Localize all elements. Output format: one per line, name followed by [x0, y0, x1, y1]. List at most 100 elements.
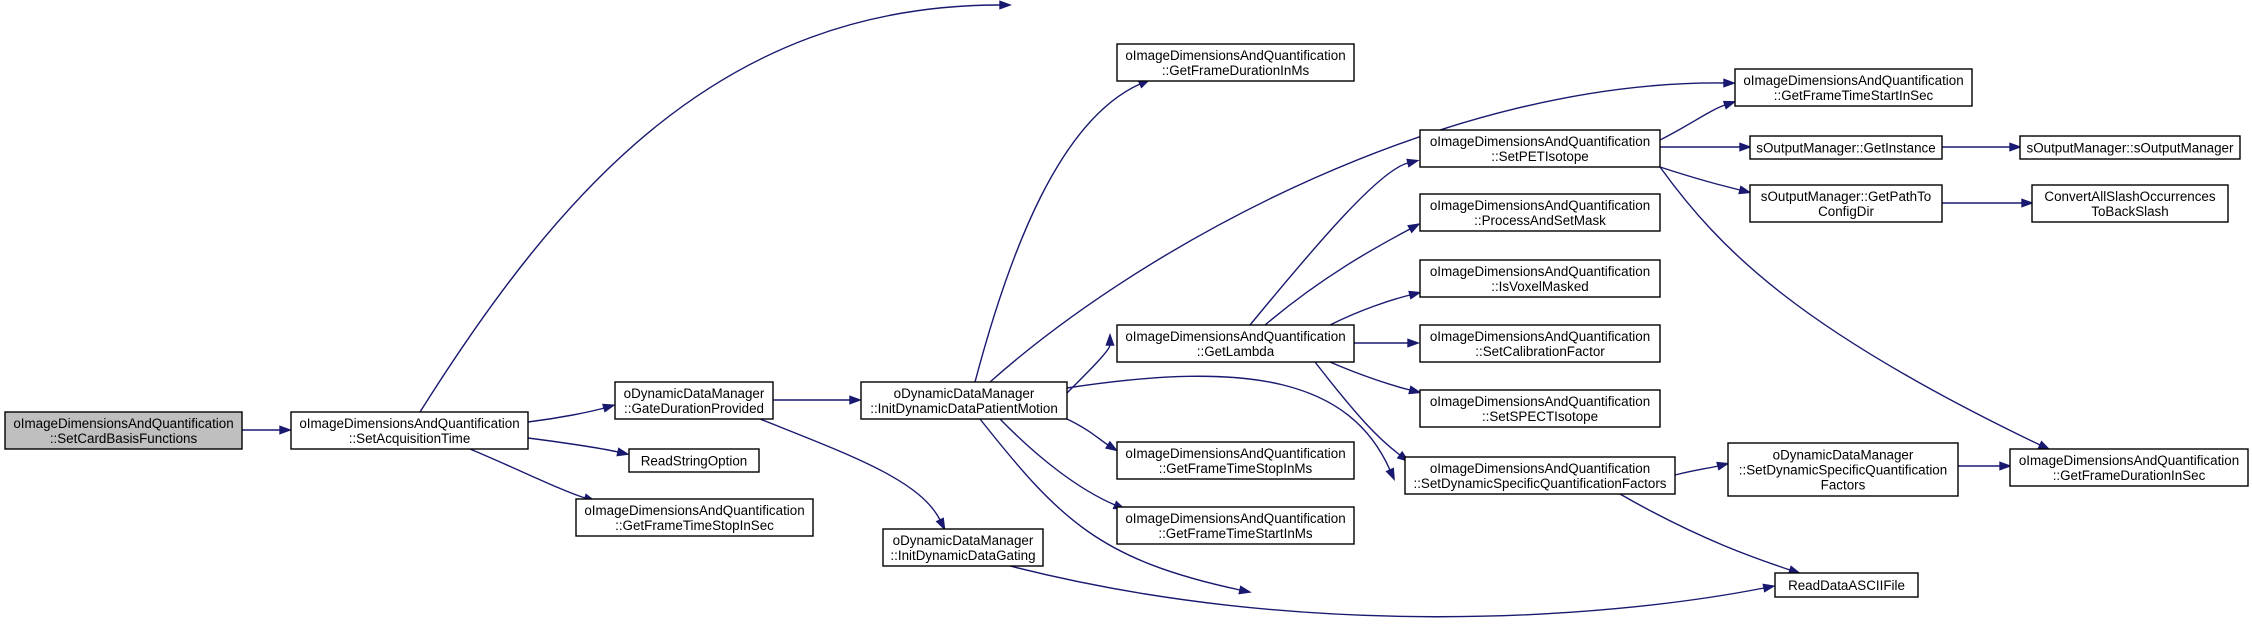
- arrowhead: [1238, 585, 1252, 595]
- edge-dmsetdyn-to-gfdursec: [1958, 461, 2013, 471]
- node-box: [1116, 43, 1355, 82]
- edge-setpet-to-getpath: [1659, 166, 1752, 195]
- node-label-line: sOutputManager::GetPathTo: [1761, 189, 1931, 204]
- node-box: [1419, 324, 1661, 363]
- node-dmsetdyn[interactable]: oDynamicDataManager::SetDynamicSpecificQ…: [1727, 442, 1959, 497]
- arrowhead: [279, 425, 293, 435]
- node-gftstartms[interactable]: oImageDimensionsAndQuantification::GetFr…: [1116, 506, 1355, 545]
- node-isvoxel[interactable]: oImageDimensionsAndQuantification::IsVox…: [1419, 259, 1661, 298]
- edge-getlambda-to-procmask: [1264, 223, 1421, 326]
- node-setspect[interactable]: oImageDimensionsAndQuantification::SetSP…: [1419, 389, 1661, 428]
- node-label-line: sOutputManager::GetInstance: [1756, 141, 1935, 156]
- edge-gatedur-to-initgating: [759, 418, 946, 531]
- node-box: [1749, 135, 1943, 160]
- edge-line: [1264, 228, 1411, 326]
- edge-setcard-to-setacq: [242, 425, 293, 435]
- node-box: [1419, 129, 1661, 168]
- edges-layer: [242, 0, 2051, 618]
- edge-line: [759, 418, 941, 521]
- node-readascii[interactable]: ReadDataASCIIFile: [1774, 572, 1919, 598]
- node-gftstopms[interactable]: oImageDimensionsAndQuantification::GetFr…: [1116, 441, 1355, 480]
- edge-setacq-to-gatedur: [527, 403, 616, 423]
- node-label-line: ::GetFrameDurationInMs: [1162, 63, 1310, 78]
- edge-getlambda-to-setcalib: [1354, 338, 1421, 348]
- arrowhead: [1407, 223, 1421, 234]
- edge-line: [1329, 361, 1411, 391]
- node-label-line: oImageDimensionsAndQuantification: [1125, 48, 1345, 63]
- node-label-line: oImageDimensionsAndQuantification: [1125, 511, 1345, 526]
- edge-initmotion-to-gftstartsec: [989, 78, 1737, 383]
- node-label-line: ReadDataASCIIFile: [1788, 578, 1905, 593]
- arrowhead: [1408, 290, 1422, 300]
- node-gfdursec[interactable]: oImageDimensionsAndQuantification::GetFr…: [2009, 448, 2249, 487]
- arrowhead: [1999, 461, 2013, 471]
- node-setcard[interactable]: oImageDimensionsAndQuantification::SetCa…: [4, 411, 243, 450]
- arrowhead: [849, 395, 863, 405]
- edge-setacq-to-readstr: [527, 437, 630, 457]
- node-label-line: oDynamicDataManager: [894, 386, 1035, 401]
- arrowhead: [1104, 440, 1119, 452]
- edge-initmotion-to-gftstopms: [1066, 418, 1119, 452]
- node-gftstartsec[interactable]: oImageDimensionsAndQuantification::GetFr…: [1734, 68, 1973, 107]
- arrowhead: [1723, 78, 1737, 88]
- node-setdynq[interactable]: oImageDimensionsAndQuantification::SetDy…: [1404, 456, 1676, 495]
- node-label-line: oImageDimensionsAndQuantification: [1430, 461, 1650, 476]
- node-box: [1404, 456, 1676, 495]
- node-label-line: oImageDimensionsAndQuantification: [1430, 394, 1650, 409]
- arrowhead: [999, 0, 1013, 10]
- node-box: [2019, 135, 2241, 160]
- node-gfdurms[interactable]: oImageDimensionsAndQuantification::GetFr…: [1116, 43, 1355, 82]
- node-label-line: oImageDimensionsAndQuantification: [1125, 329, 1345, 344]
- edge-initmotion-to-gfdurms: [974, 79, 1152, 383]
- arrowhead: [1722, 100, 1737, 110]
- node-box: [614, 381, 774, 420]
- edge-line: [1009, 565, 1765, 618]
- edge-line: [1314, 361, 1401, 456]
- node-soutmgr[interactable]: sOutputManager::sOutputManager: [2019, 135, 2241, 160]
- node-label-line: ConvertAllSlashOccurrences: [2044, 189, 2215, 204]
- node-box: [1734, 68, 1973, 107]
- arrowhead: [1407, 338, 1421, 348]
- node-label-line: oImageDimensionsAndQuantification: [299, 416, 519, 431]
- node-box: [1116, 441, 1355, 480]
- node-initmotion[interactable]: oDynamicDataManager::InitDynamicDataPati…: [860, 381, 1068, 420]
- node-getinst[interactable]: sOutputManager::GetInstance: [1749, 135, 1943, 160]
- edge-line: [989, 82, 1725, 383]
- node-procmask[interactable]: oImageDimensionsAndQuantification::Proce…: [1419, 193, 1661, 232]
- nodes-layer: oImageDimensionsAndQuantification::SetCa…: [4, 43, 2249, 598]
- node-readstr[interactable]: ReadStringOption: [628, 448, 760, 473]
- edge-setpet-to-getinst: [1659, 142, 1753, 152]
- node-setacq[interactable]: oImageDimensionsAndQuantification::SetAc…: [290, 411, 529, 450]
- node-label-line: ::SetPETIsotope: [1491, 149, 1589, 164]
- node-label-line: ::GetFrameTimeStopInSec: [615, 518, 774, 533]
- node-label-line: oImageDimensionsAndQuantification: [1430, 264, 1650, 279]
- edge-initgating-to-readascii: [1009, 565, 1776, 618]
- edge-initmotion-to-readascii: [979, 418, 1252, 595]
- arrowhead: [2009, 142, 2023, 152]
- node-setpet[interactable]: oImageDimensionsAndQuantification::SetPE…: [1419, 129, 1661, 168]
- edge-getlambda-to-setspect: [1329, 361, 1422, 395]
- arrowhead: [602, 403, 616, 413]
- arrowhead: [1105, 332, 1115, 346]
- node-box: [1419, 193, 1661, 232]
- node-box: [1116, 506, 1355, 545]
- arrowhead: [1739, 142, 1753, 152]
- node-label-line: ::InitDynamicDataGating: [890, 548, 1035, 563]
- node-label-line: oImageDimensionsAndQuantification: [1430, 134, 1650, 149]
- node-label-line: ::GetFrameTimeStartInSec: [1774, 88, 1934, 103]
- node-getlambda[interactable]: oImageDimensionsAndQuantification::GetLa…: [1116, 324, 1355, 363]
- edge-gatedur-to-initmotion: [773, 395, 863, 405]
- arrowhead: [616, 447, 630, 457]
- node-initgating[interactable]: oDynamicDataManager::InitDynamicDataGati…: [882, 528, 1044, 567]
- arrowhead: [935, 517, 946, 531]
- node-gftstopsec_l[interactable]: oImageDimensionsAndQuantification::GetFr…: [575, 498, 814, 537]
- edge-line: [974, 83, 1141, 383]
- node-box: [4, 411, 243, 450]
- edge-line: [1066, 418, 1109, 446]
- node-setcalib[interactable]: oImageDimensionsAndQuantification::SetCa…: [1419, 324, 1661, 363]
- node-box: [1774, 572, 1919, 598]
- edge-setacq-to-gftstartsec: [419, 0, 1013, 413]
- node-gatedur[interactable]: oDynamicDataManager::GateDurationProvide…: [614, 381, 774, 420]
